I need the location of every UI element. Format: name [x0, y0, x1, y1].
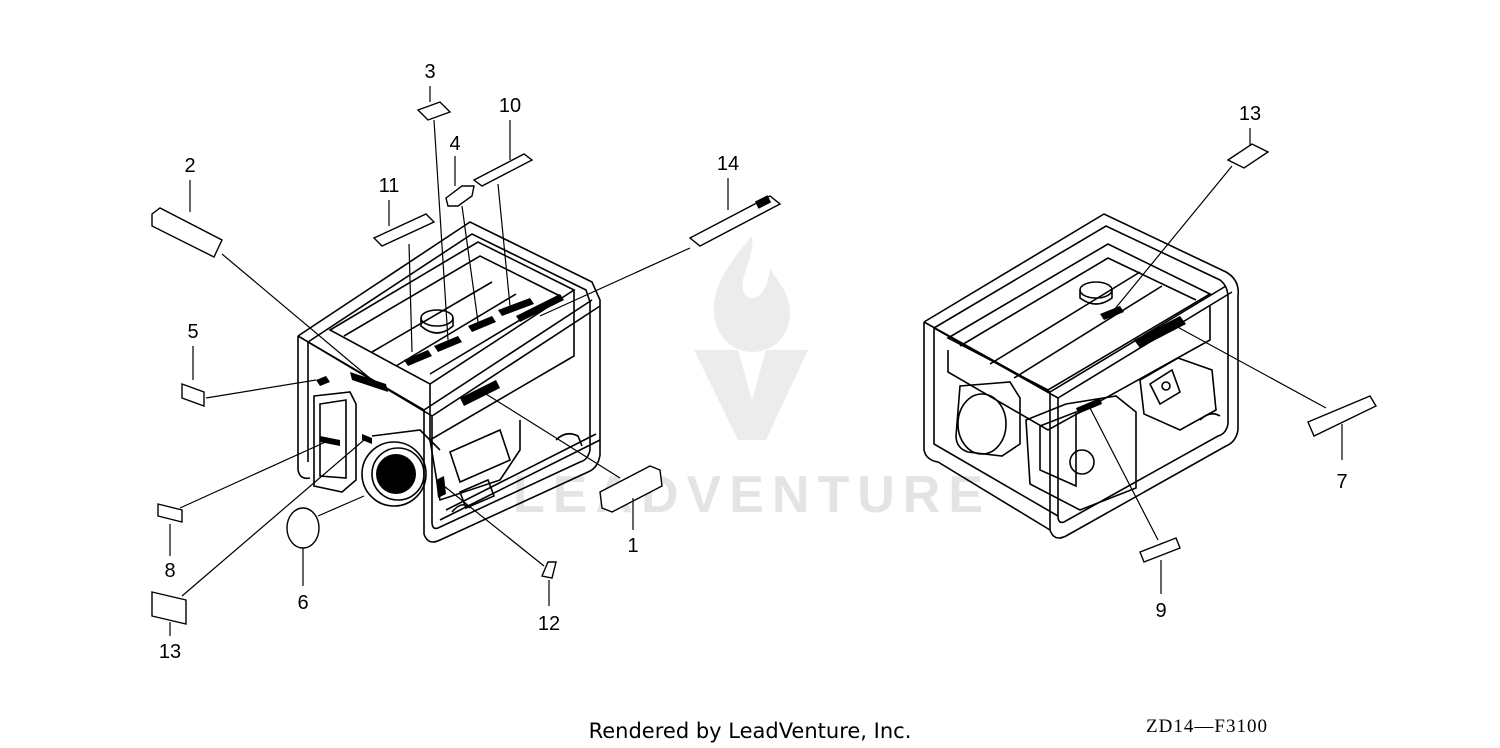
decal-7: [1307, 395, 1377, 437]
decal-5: [181, 383, 205, 407]
decal-4: [445, 185, 475, 207]
decal-1: [599, 465, 663, 513]
callout-5: 5: [187, 321, 198, 343]
diagram-code: ZD14—F3100: [1146, 716, 1268, 737]
callout-7: 7: [1336, 471, 1347, 493]
callout-1: 1: [627, 535, 638, 557]
decal-12: [541, 561, 557, 579]
decal-8: [157, 503, 183, 523]
callout-11: 11: [379, 175, 400, 197]
right-callouts: [1087, 128, 1377, 594]
decal-14: [688, 195, 782, 247]
left-callouts: [151, 86, 782, 636]
decal-13-right: [1226, 143, 1270, 169]
callout-9: 9: [1155, 600, 1166, 622]
callout-6: 6: [297, 592, 308, 614]
callout-10: 10: [499, 95, 521, 117]
watermark-v-icon: [694, 350, 808, 440]
decal-2: [151, 207, 223, 258]
callout-numbers: 2 3 4 10 11 14 5 8 13 6 1 12 13 7 9: [159, 61, 1348, 663]
watermark-text: LEADVENTURE: [513, 466, 991, 524]
callout-12: 12: [538, 613, 560, 635]
leadventure-watermark: LEADVENTURE: [513, 236, 991, 524]
decal-6: [286, 507, 320, 549]
footer-credit: Rendered by LeadVenture, Inc.: [589, 719, 912, 743]
decal-10: [472, 153, 534, 187]
callout-2: 2: [184, 155, 195, 177]
callout-14: 14: [717, 153, 739, 175]
watermark-flame-icon: [713, 236, 790, 352]
callout-3: 3: [424, 61, 435, 83]
callout-13-right: 13: [1239, 103, 1261, 125]
decal-11: [372, 213, 436, 247]
callout-4: 4: [449, 133, 460, 155]
callout-8: 8: [164, 560, 175, 582]
decal-13-left: [151, 591, 187, 625]
generator-front-view: [297, 221, 601, 543]
decal-9: [1139, 537, 1181, 563]
callout-13-left: 13: [159, 641, 181, 663]
decal-3: [416, 101, 452, 121]
